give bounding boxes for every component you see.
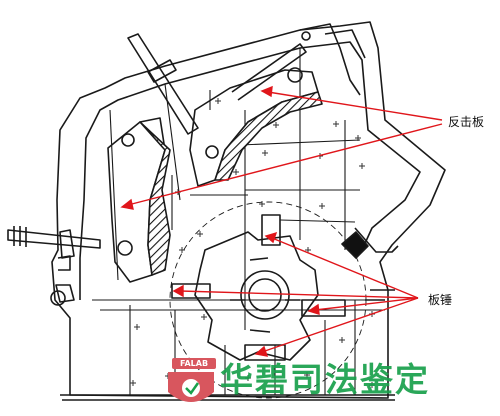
watermark-logo [168, 372, 214, 402]
bolt-marker [305, 247, 311, 253]
bolt-marker [333, 121, 339, 127]
bolt-marker [319, 203, 325, 209]
bolt-marker [201, 314, 207, 320]
right-liner [341, 231, 395, 301]
bolt-marker [339, 337, 345, 343]
impact-plate-label: 反击板 [446, 115, 487, 129]
bolt-marker [179, 247, 185, 253]
tension-rod [231, 31, 311, 101]
pivot-bolt [50, 290, 66, 306]
hammer-plates [171, 214, 346, 361]
watermark-badge: FALAB [172, 358, 216, 369]
crusher-housing [51, 21, 446, 401]
hammer-plate-label: 板锤 [426, 293, 455, 307]
liner-plates [92, 48, 385, 395]
bolt-marker [197, 231, 203, 237]
bolt-marker [215, 98, 221, 104]
bolt-marker [262, 150, 268, 156]
bolt-marker [304, 372, 310, 378]
watermark-text: 华碧司法鉴定 [220, 360, 430, 399]
bolt-marker [245, 375, 251, 381]
impact-plate-leaders [120, 85, 443, 210]
bolt-marker [355, 135, 361, 141]
hammer-plate-leaders [172, 231, 419, 357]
bolt-marker [273, 122, 279, 128]
bolt-marker [359, 163, 365, 169]
bolt-marker [134, 324, 140, 330]
bolt-marker [130, 380, 136, 386]
bolt-marker [233, 169, 239, 175]
bolt-marker [259, 201, 265, 207]
impact-plate-upper [189, 67, 323, 187]
bolt-marker [369, 382, 375, 388]
adjustment-rod-left [7, 226, 101, 259]
adjustment-rod-top [127, 33, 199, 135]
